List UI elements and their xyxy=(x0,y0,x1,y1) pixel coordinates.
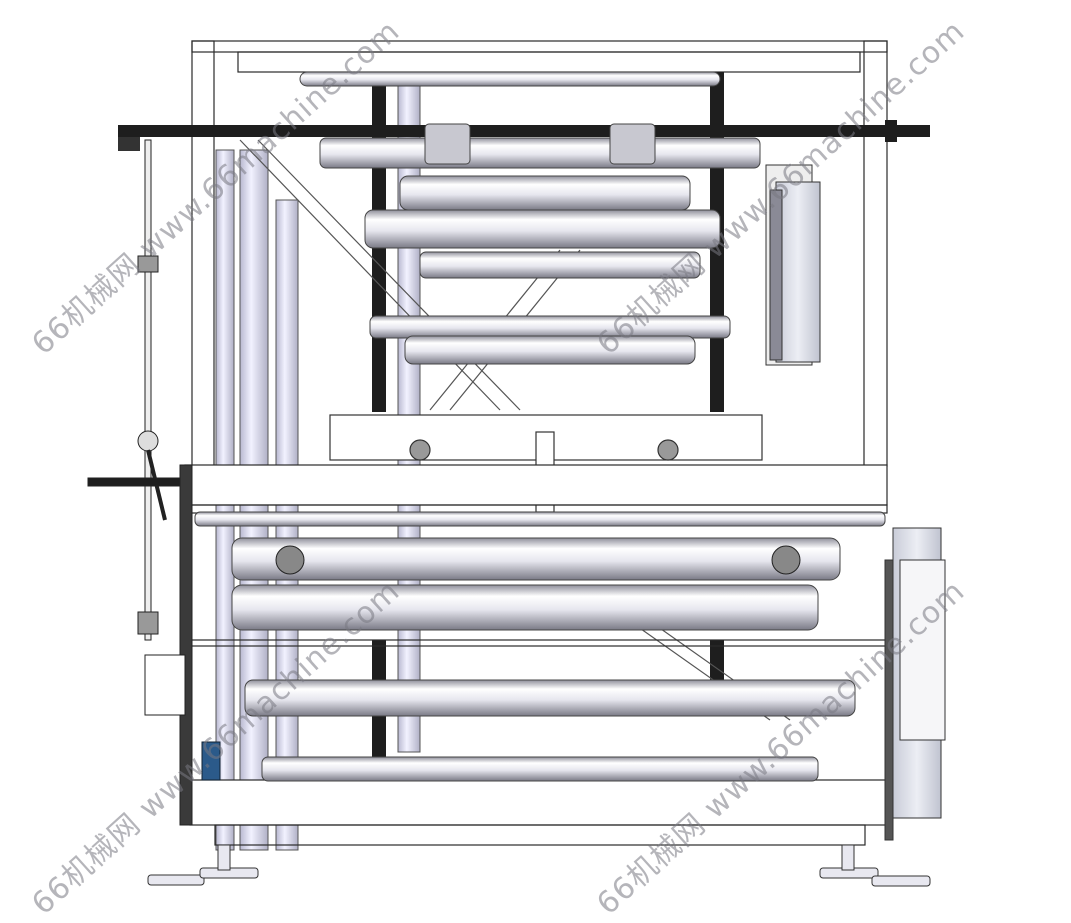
vertical-columns xyxy=(215,71,421,851)
cross-frame xyxy=(329,414,763,513)
right-panel xyxy=(884,527,946,841)
leveling-feet xyxy=(147,844,931,887)
upper-rollers xyxy=(299,71,761,365)
main-shaft xyxy=(118,120,930,151)
lower-frame xyxy=(184,464,891,846)
left-controls xyxy=(87,139,193,826)
motor-part xyxy=(201,741,221,781)
lower-rollers xyxy=(194,511,886,782)
gear-housing xyxy=(765,164,821,366)
